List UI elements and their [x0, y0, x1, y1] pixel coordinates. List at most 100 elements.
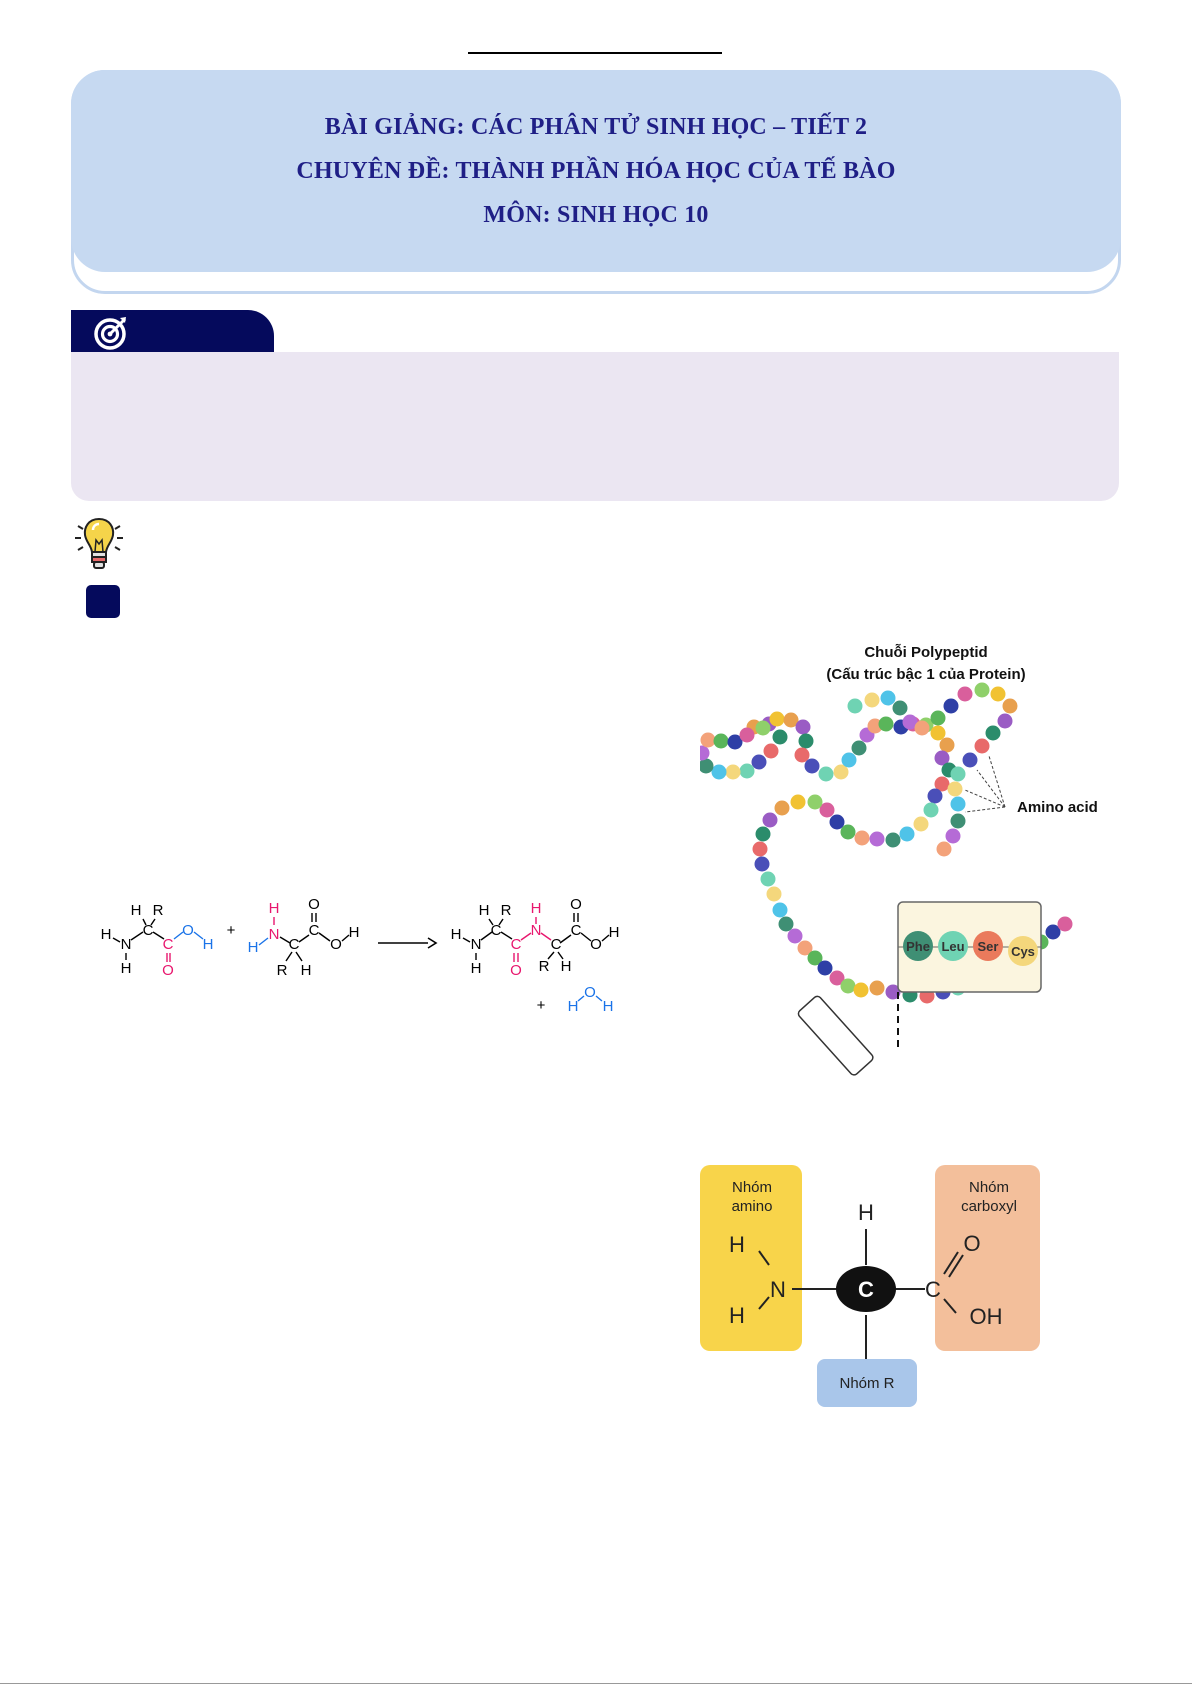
- amino-acid-bead: [829, 814, 845, 830]
- amino-acid-bead: [930, 725, 946, 741]
- atom-c: C: [551, 936, 562, 953]
- topic-title: CHUYÊN ĐỀ: THÀNH PHẦN HÓA HỌC CỦA TẾ BÀO: [296, 158, 896, 184]
- residue-cys: Cys: [1011, 944, 1035, 959]
- amino-acid-bead: [804, 758, 820, 774]
- amino-acid-bead: [930, 710, 946, 726]
- amino-acid-bead: [885, 832, 901, 848]
- atom-o: O: [162, 962, 174, 979]
- atom-r: R: [277, 962, 288, 979]
- atom-h: H: [269, 900, 280, 917]
- atom-h: H: [451, 926, 462, 943]
- atom-c: C: [511, 936, 522, 953]
- residue-ser: Ser: [978, 939, 999, 954]
- amino-acid-bead: [783, 712, 799, 728]
- atom-h: H: [479, 902, 490, 919]
- amino-acid-bead: [878, 716, 894, 732]
- atom-c: C: [143, 922, 154, 939]
- atom-h: H: [561, 958, 572, 975]
- amino-acid-structure: Nhóm amino Nhóm carboxyl Nhóm R C H N H …: [700, 1165, 1040, 1407]
- amino-acid-bead: [798, 733, 814, 749]
- r-group-label: Nhóm R: [839, 1375, 894, 1392]
- atom-r: R: [153, 902, 164, 919]
- amino-acid-bead: [880, 690, 896, 706]
- amino-acid-bead: [766, 886, 782, 902]
- amino-acid-bead: [727, 734, 743, 750]
- amino-hydrogen-2: H: [729, 1303, 745, 1328]
- atom-c: C: [163, 936, 174, 953]
- header-banner: BÀI GIẢNG: CÁC PHÂN TỬ SINH HỌC – TIẾT 2…: [71, 70, 1121, 272]
- atom-h: H: [349, 924, 360, 941]
- amino-acid-bead: [899, 826, 915, 842]
- amino-acid-bead: [962, 752, 978, 768]
- objectives-panel: [71, 352, 1119, 501]
- amino-acid-bead: [833, 764, 849, 780]
- carboxyl-carbon: C: [925, 1277, 941, 1302]
- atom-o: O: [330, 936, 342, 953]
- top-rule: [468, 52, 722, 54]
- amino-acid-bead: [902, 714, 918, 730]
- atom-c: C: [491, 922, 502, 939]
- amino-acid-bead: [817, 960, 833, 976]
- footer-rule: [0, 1683, 1192, 1684]
- carboxyl-group-label-2: carboxyl: [961, 1198, 1017, 1215]
- amino-acid-bead: [913, 816, 929, 832]
- amino-acid-bead: [725, 764, 741, 780]
- amino-acid-bead: [754, 856, 770, 872]
- amino-acid-bead: [795, 719, 811, 735]
- amino-acid-bead: [794, 747, 810, 763]
- amino-acid-bead: [950, 813, 966, 829]
- amino-acid-bead: [700, 745, 710, 761]
- amino-acid-bead: [1045, 924, 1061, 940]
- amino-acid-bead: [939, 737, 955, 753]
- atom-r: R: [501, 902, 512, 919]
- amino-acid-bead: [769, 711, 785, 727]
- atom-n: N: [121, 936, 132, 953]
- amino-nitrogen: N: [770, 1277, 786, 1302]
- alpha-carbon: C: [858, 1277, 874, 1302]
- objectives-tab: [71, 310, 274, 354]
- atom-o: O: [590, 936, 602, 953]
- atom-c: C: [309, 922, 320, 939]
- amino-acid-bead: [943, 698, 959, 714]
- amino-acid-bead: [885, 984, 901, 1000]
- amino-acid-bead: [755, 720, 771, 736]
- amino-acid-bead: [914, 720, 930, 736]
- plus-sign: +: [227, 922, 236, 939]
- section-marker: [86, 585, 120, 618]
- amino-acid-beads: [700, 682, 1073, 1004]
- atom-c: C: [571, 922, 582, 939]
- lightbulb-icon: [72, 514, 126, 572]
- amino-acid-bead: [957, 686, 973, 702]
- atom-o: O: [182, 922, 194, 939]
- atom-h: H: [603, 998, 614, 1015]
- polypeptide-chain-figure: Chuỗi Polypeptid (Cấu trúc bậc 1 của Pro…: [700, 644, 1098, 1076]
- atom-h: H: [203, 936, 214, 953]
- amino-acid-bead: [892, 700, 908, 716]
- amino-acid-bead: [945, 828, 961, 844]
- amino-acid-bead: [778, 916, 794, 932]
- atom-o: O: [584, 984, 596, 1001]
- amino-acid-bead: [947, 781, 963, 797]
- amino-group-label: Nhóm: [732, 1179, 772, 1196]
- amino-hydrogen-1: H: [729, 1232, 745, 1257]
- peptide-bond-reaction: H N H H R C C O O H + H H N C R H C O O …: [101, 896, 620, 1015]
- atom-h: H: [568, 998, 579, 1015]
- atom-h: H: [531, 900, 542, 917]
- target-icon: [94, 317, 127, 350]
- alpha-hydrogen: H: [858, 1200, 874, 1225]
- lecture-title: BÀI GIẢNG: CÁC PHÂN TỬ SINH HỌC – TIẾT 2: [324, 114, 868, 140]
- amino-acid-bead: [841, 752, 857, 768]
- amino-acid-bead: [807, 794, 823, 810]
- amino-acid-bead: [1002, 698, 1018, 714]
- atom-h: H: [131, 902, 142, 919]
- amino-acid-bead: [934, 776, 950, 792]
- amino-acid-bead: [772, 729, 788, 745]
- amino-acid-bead: [869, 831, 885, 847]
- amino-acid-bead: [763, 743, 779, 759]
- atom-c: C: [289, 936, 300, 953]
- amino-acid-bead: [774, 800, 790, 816]
- amino-acid-bead: [700, 732, 716, 748]
- amino-acid-bead: [927, 788, 943, 804]
- amino-acid-bead: [762, 812, 778, 828]
- amino-acid-bead: [869, 980, 885, 996]
